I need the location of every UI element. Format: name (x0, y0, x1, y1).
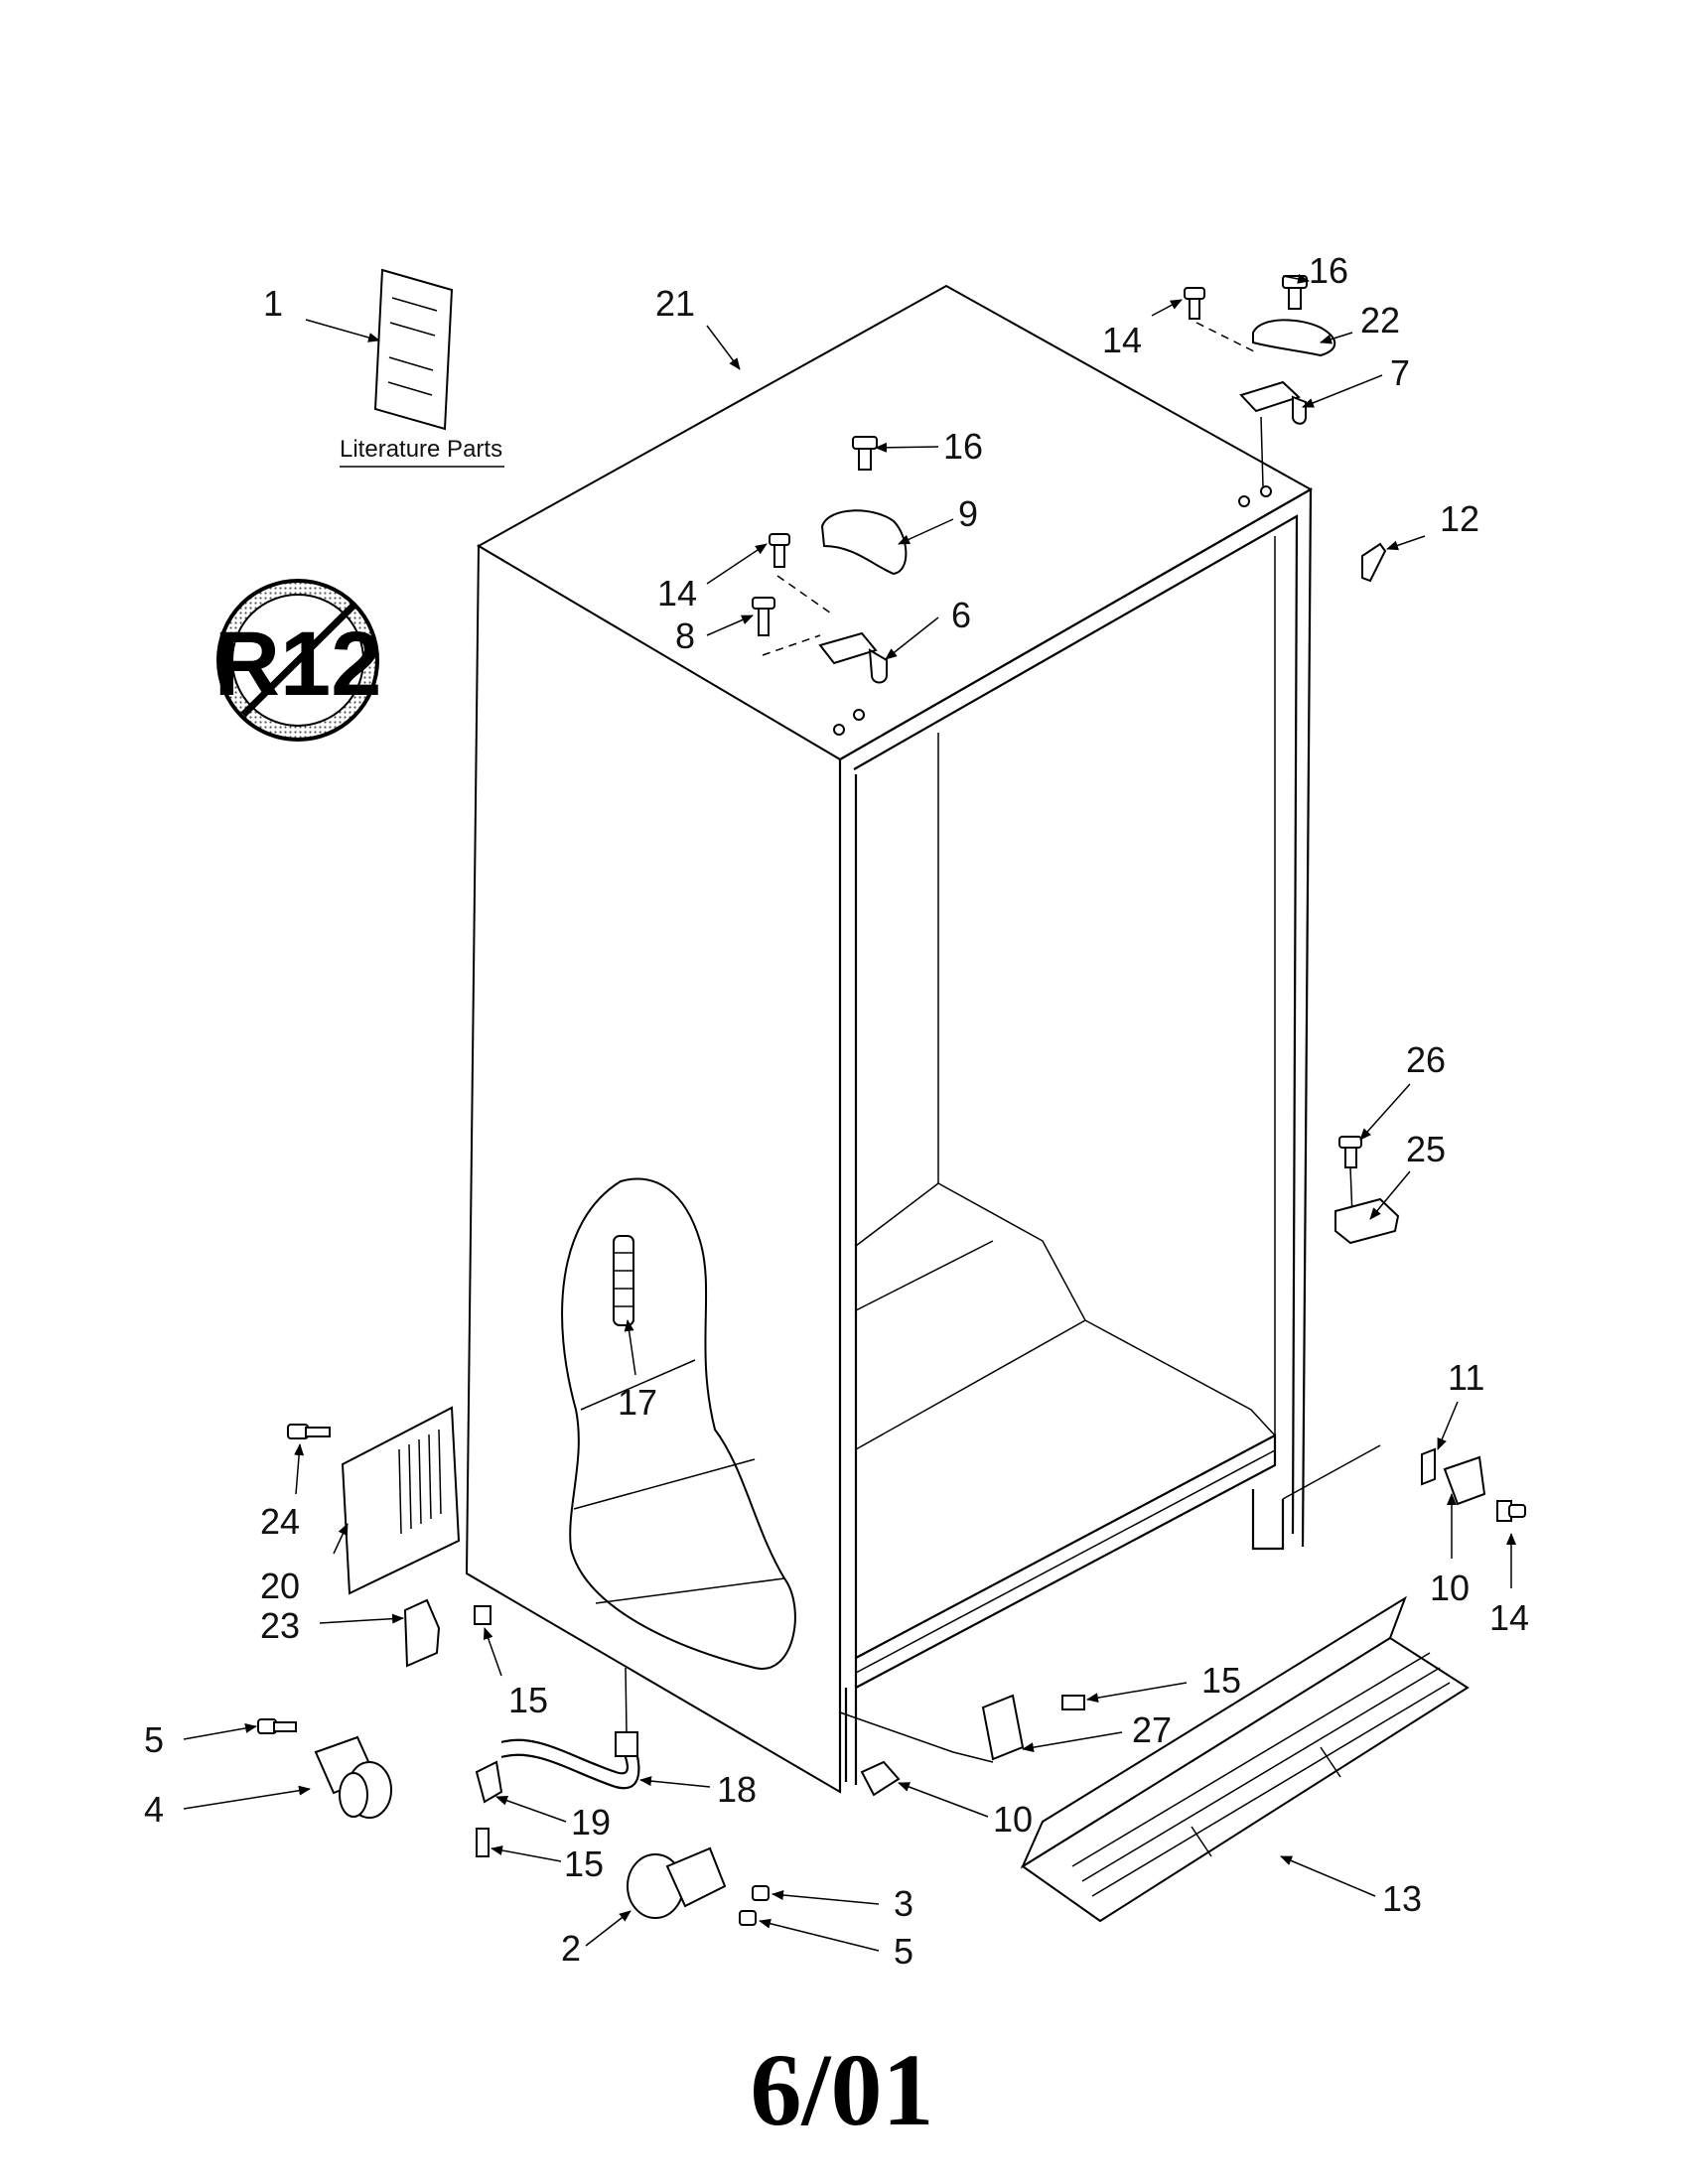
drain-hose-17 (613, 1235, 634, 1326)
callout-7: 7 (1390, 352, 1410, 393)
refrigerator-cabinet (465, 284, 1381, 1794)
electric-cover-20 (287, 1406, 461, 1595)
bracket-27 (981, 1694, 1085, 1761)
literature-booklet (340, 268, 504, 468)
callout-4: 4 (144, 1789, 164, 1830)
callout-14: 14 (1489, 1597, 1529, 1638)
clip-12 (1361, 542, 1387, 583)
callout-13: 13 (1382, 1878, 1422, 1919)
callout-24: 24 (260, 1501, 300, 1542)
callout-9: 9 (958, 493, 978, 534)
callout-15: 15 (1201, 1660, 1241, 1701)
callout-19: 19 (571, 1802, 611, 1843)
callout-10: 10 (993, 1799, 1033, 1840)
callout-22: 22 (1360, 300, 1400, 341)
callout-6: 6 (951, 595, 971, 635)
callout-25: 25 (1406, 1129, 1446, 1169)
callout-23: 23 (260, 1605, 300, 1646)
literature-parts-caption: Literature Parts (340, 436, 502, 463)
callout-3: 3 (894, 1883, 913, 1924)
callout-8: 8 (675, 615, 695, 656)
callout-17: 17 (618, 1382, 657, 1423)
leader-lines (183, 274, 1516, 1952)
toe-grille-13 (1020, 1595, 1470, 1923)
callout-15: 15 (564, 1843, 604, 1884)
callout-15: 15 (508, 1680, 548, 1720)
top-hinge-right (1184, 275, 1336, 487)
callout-2: 2 (561, 1928, 581, 1969)
callout-12: 12 (1440, 498, 1479, 539)
callout-11: 11 (1448, 1357, 1484, 1398)
callout-26: 26 (1406, 1039, 1446, 1080)
water-tube-18 (475, 1667, 640, 1857)
callout-18: 18 (717, 1769, 757, 1810)
bracket-23 (403, 1598, 491, 1668)
callout-20: 20 (260, 1566, 300, 1606)
roller-bracket-right (1421, 1447, 1526, 1522)
bracket-10-lower (860, 1760, 901, 1797)
callout-5: 5 (894, 1931, 913, 1972)
no-r12-symbol: R12 (214, 579, 381, 742)
callout-14: 14 (1102, 320, 1142, 360)
date-code: 6/01 (751, 2033, 934, 2147)
bracket-25-screw-26 (1334, 1136, 1400, 1245)
lower-hinge-2 (627, 1846, 770, 1926)
top-hinge-left (752, 436, 908, 684)
callout-16: 16 (943, 426, 983, 467)
callout-14: 14 (657, 573, 697, 614)
callout-1: 1 (263, 283, 283, 324)
callout-27: 27 (1132, 1709, 1172, 1750)
callout-5: 5 (144, 1719, 164, 1760)
callout-10: 10 (1430, 1568, 1470, 1608)
callout-21: 21 (655, 283, 695, 324)
roller-assembly-4 (257, 1718, 392, 1819)
callout-labels: 1 21 16 9 14 8 6 16 14 22 7 12 26 25 17 … (144, 250, 1529, 1972)
callout-16: 16 (1309, 250, 1348, 291)
